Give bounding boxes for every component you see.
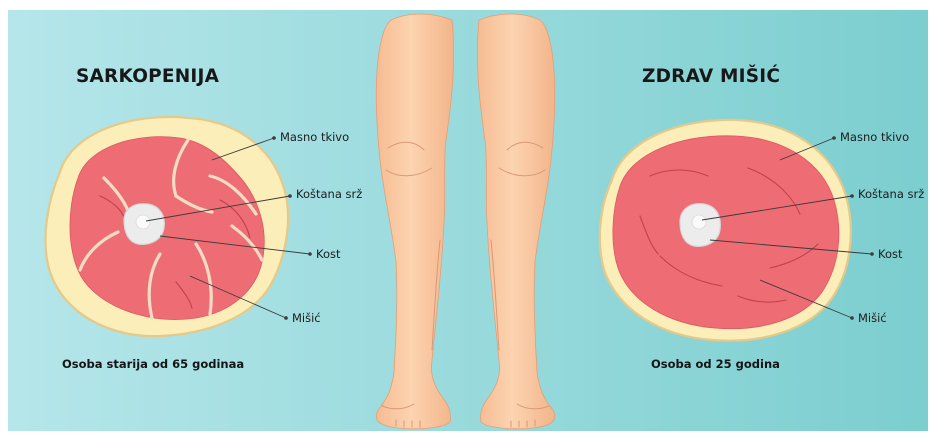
label-fat-right: Masno tkivo	[840, 130, 909, 144]
label-marrow-right: Koštana srž	[858, 187, 924, 201]
marrow-right	[692, 215, 706, 229]
label-bone-right: Kost	[878, 247, 903, 261]
label-fat-left: Masno tkivo	[280, 130, 349, 144]
left-title: SARKOPENIJA	[76, 66, 220, 87]
label-bone-left: Kost	[316, 247, 341, 261]
label-muscle-right: Mišić	[858, 311, 887, 325]
right-caption: Osoba od 25 godina	[651, 357, 780, 371]
left-caption: Osoba starija od 65 godinaa	[62, 357, 244, 371]
thigh-cross-section-healthy	[600, 120, 851, 341]
marrow-left	[136, 215, 150, 229]
label-muscle-left: Mišić	[292, 311, 321, 325]
right-title: ZDRAV MIŠIĆ	[642, 65, 780, 87]
muscle-right	[613, 136, 839, 329]
label-marrow-left: Koštana srž	[296, 187, 362, 201]
